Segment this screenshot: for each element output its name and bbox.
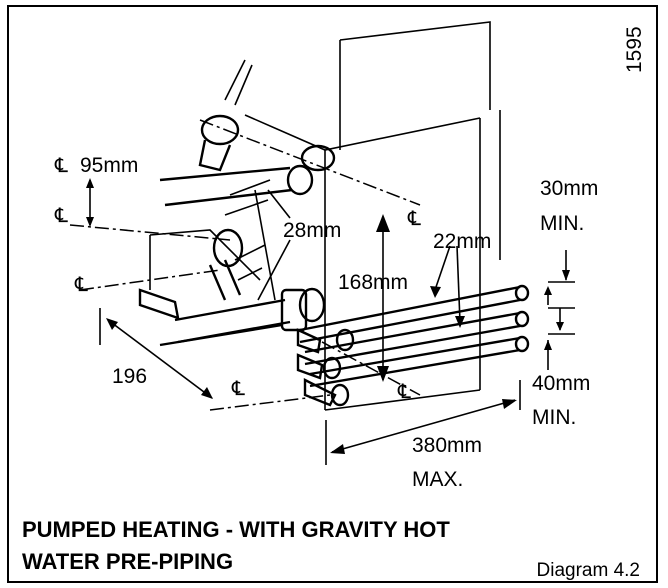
label-28mm: 28mm	[283, 219, 341, 242]
label-min-1: MIN.	[540, 212, 584, 235]
boiler-casing	[149, 21, 501, 411]
dim-95mm	[86, 178, 94, 227]
side-panel-hatch	[224, 179, 276, 301]
dim-196	[99, 308, 213, 399]
diagram-title-line-1: PUMPED HEATING - WITH GRAVITY HOT	[22, 517, 450, 542]
dim-30mm-40mm	[544, 250, 575, 370]
centerline-mark-5: ℄	[231, 378, 245, 400]
centerline-mark-1: ℄	[54, 155, 68, 177]
label-min-2: MIN.	[532, 406, 576, 429]
centerline-mark-3: ℄	[74, 274, 88, 296]
dim-380mm	[325, 380, 521, 465]
centre-lines	[69, 119, 421, 411]
label-max: MAX.	[412, 468, 463, 491]
label-40mm: 40mm	[532, 372, 590, 395]
label-380mm: 380mm	[412, 434, 482, 457]
centerline-mark-2: ℄	[54, 205, 68, 227]
dim-168mm	[376, 214, 390, 382]
diagram-title-line-2: WATER PRE-PIPING	[22, 549, 234, 574]
diagram-frame	[7, 5, 658, 583]
diagram-number: Diagram 4.2	[536, 560, 641, 581]
centerline-mark-4: ℄	[407, 208, 421, 230]
label-22mm: 22mm	[433, 230, 491, 253]
label-30mm: 30mm	[540, 177, 598, 200]
leader-28mm	[257, 189, 291, 301]
label-196: 196	[112, 365, 147, 388]
drawing-number: 1595	[623, 26, 646, 73]
middle-return-pipe	[208, 228, 244, 301]
label-168mm: 168mm	[338, 271, 408, 294]
lower-pipe	[138, 287, 326, 347]
upper-flow-pipe	[159, 114, 336, 207]
leader-22mm	[430, 245, 465, 328]
pipes-22mm	[299, 284, 530, 388]
centerline-mark-6: ℄	[397, 381, 411, 403]
label-95mm: 95mm	[80, 154, 138, 177]
elbow-fittings	[296, 328, 355, 407]
flue-pipe	[224, 59, 253, 106]
